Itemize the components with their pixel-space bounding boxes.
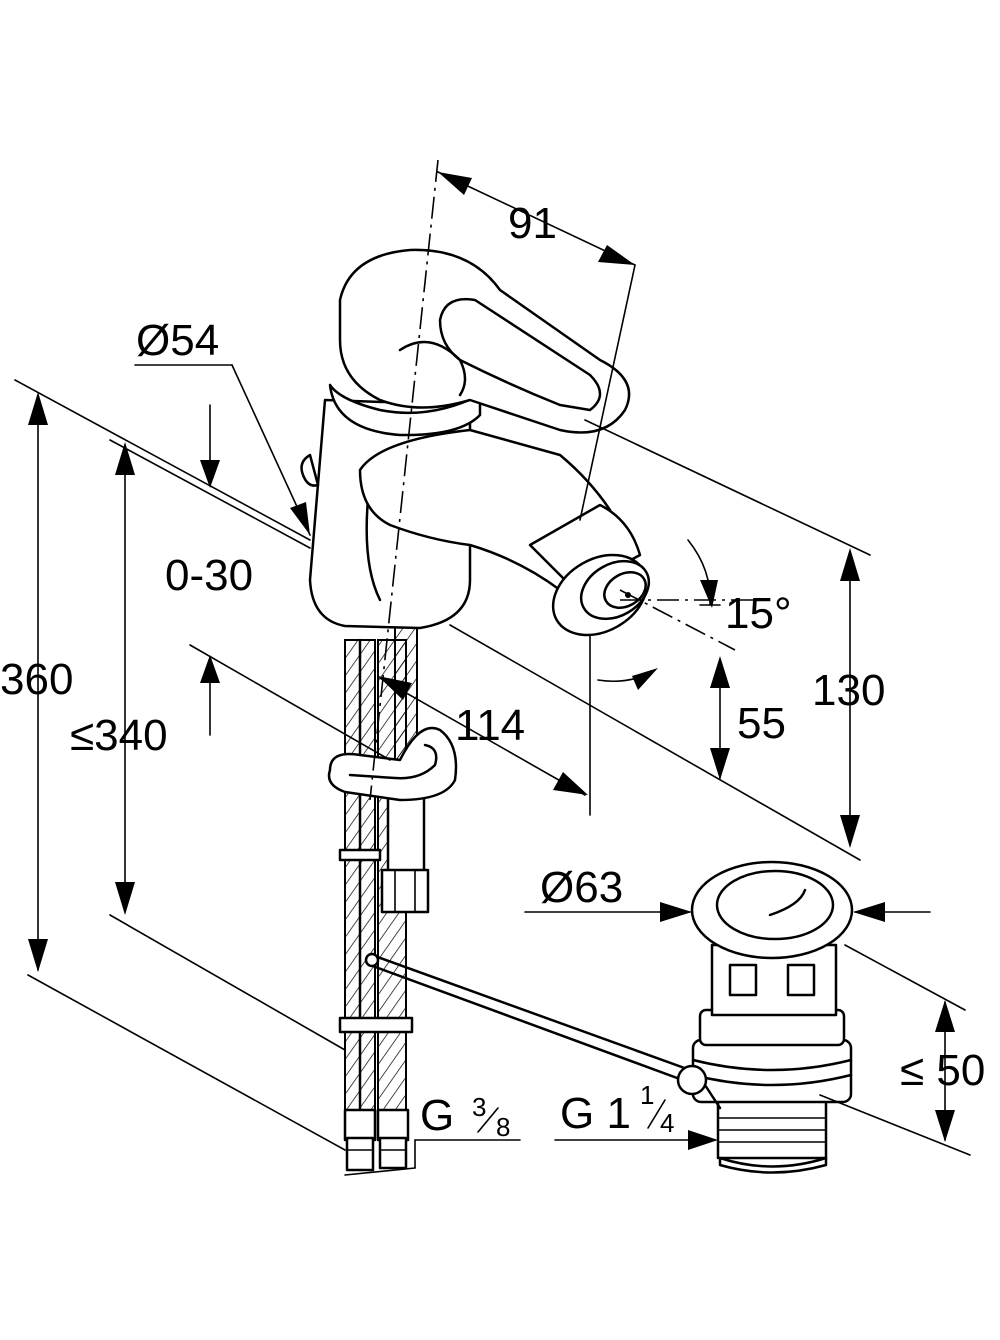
svg-text:G 1: G 1 bbox=[560, 1089, 631, 1138]
dim-15-degrees: 15° bbox=[725, 589, 792, 638]
faucet-body bbox=[300, 248, 692, 1172]
popup-waste bbox=[676, 860, 854, 1174]
svg-text:1: 1 bbox=[640, 1080, 654, 1110]
axis-centerline bbox=[369, 159, 439, 801]
thread-g-3-8: G 3 8 bbox=[420, 1091, 510, 1142]
svg-text:4: 4 bbox=[660, 1108, 674, 1138]
dimension-lines bbox=[14, 171, 971, 1176]
dim-max-50: ≤ 50 bbox=[900, 1046, 985, 1095]
dim-91: 91 bbox=[508, 199, 557, 248]
dim-130: 130 bbox=[812, 666, 885, 715]
spout-centerline bbox=[619, 589, 736, 651]
thread-g-1-1-4: G 1 1 4 bbox=[560, 1080, 674, 1138]
mounting-bracket bbox=[327, 726, 458, 802]
flexible-hoses bbox=[338, 638, 414, 1172]
dim-dia-63: Ø63 bbox=[540, 863, 623, 912]
svg-text:3: 3 bbox=[472, 1092, 486, 1122]
dim-340: ≤340 bbox=[70, 711, 168, 760]
svg-text:G: G bbox=[420, 1091, 454, 1140]
svg-text:8: 8 bbox=[496, 1112, 510, 1142]
lift-rod bbox=[364, 952, 692, 1084]
dim-114: 114 bbox=[455, 701, 525, 750]
dim-55: 55 bbox=[737, 699, 786, 748]
dim-0-30: 0-30 bbox=[165, 551, 253, 600]
dim-360: 360 bbox=[0, 655, 73, 704]
dim-dia-54: Ø54 bbox=[136, 316, 219, 365]
threaded-rod bbox=[380, 624, 430, 914]
